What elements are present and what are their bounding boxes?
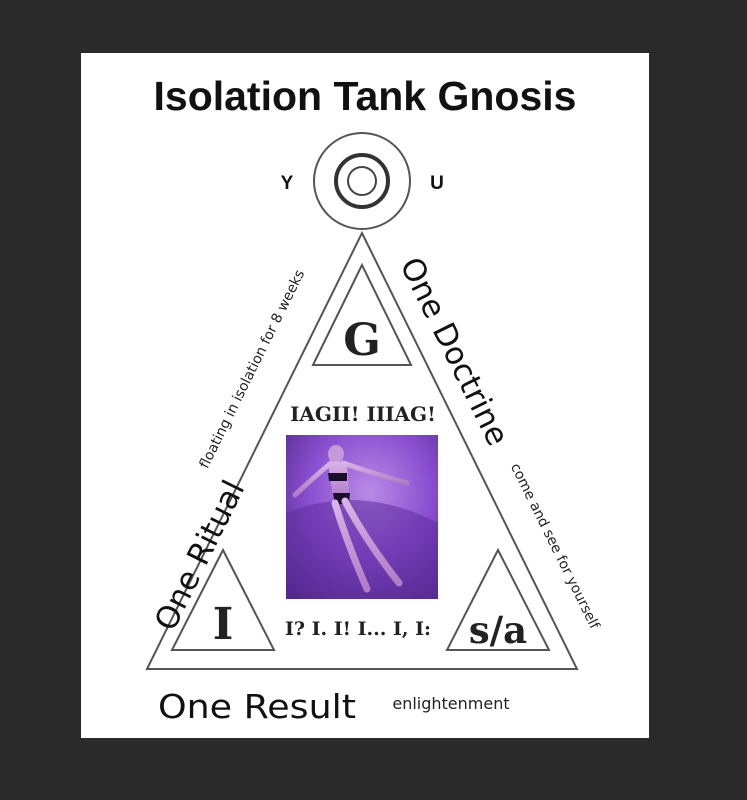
right-side-note: come and see for yourself xyxy=(507,461,603,633)
bottom-side-label: One Result xyxy=(158,687,356,726)
eye-icon xyxy=(313,132,411,230)
bottom-side-note: enlightenment xyxy=(392,694,509,713)
diagram-card: Isolation Tank Gnosis Y U G I s/a IAGII!… xyxy=(81,53,649,738)
you-left-letter: Y xyxy=(281,173,294,194)
you-right-letter: U xyxy=(430,173,444,194)
right-corner-label: s/a xyxy=(469,608,527,652)
page-title: Isolation Tank Gnosis xyxy=(154,73,577,119)
top-corner-triangle xyxy=(311,262,413,366)
left-corner-letter: I xyxy=(213,599,234,650)
right-corner-triangle xyxy=(445,547,551,651)
floating-person-photo xyxy=(286,435,438,599)
main-triangle xyxy=(145,230,579,670)
left-side-label: One Ritual xyxy=(148,475,252,637)
triangle-diagram: Isolation Tank Gnosis Y U G I s/a IAGII!… xyxy=(145,73,603,726)
center-top-text: IAGII! IIIAG! xyxy=(290,402,436,426)
center-bottom-text: I? I. I! I... I, I: xyxy=(285,618,431,640)
top-corner-letter: G xyxy=(343,315,381,366)
left-corner-triangle xyxy=(170,547,276,651)
